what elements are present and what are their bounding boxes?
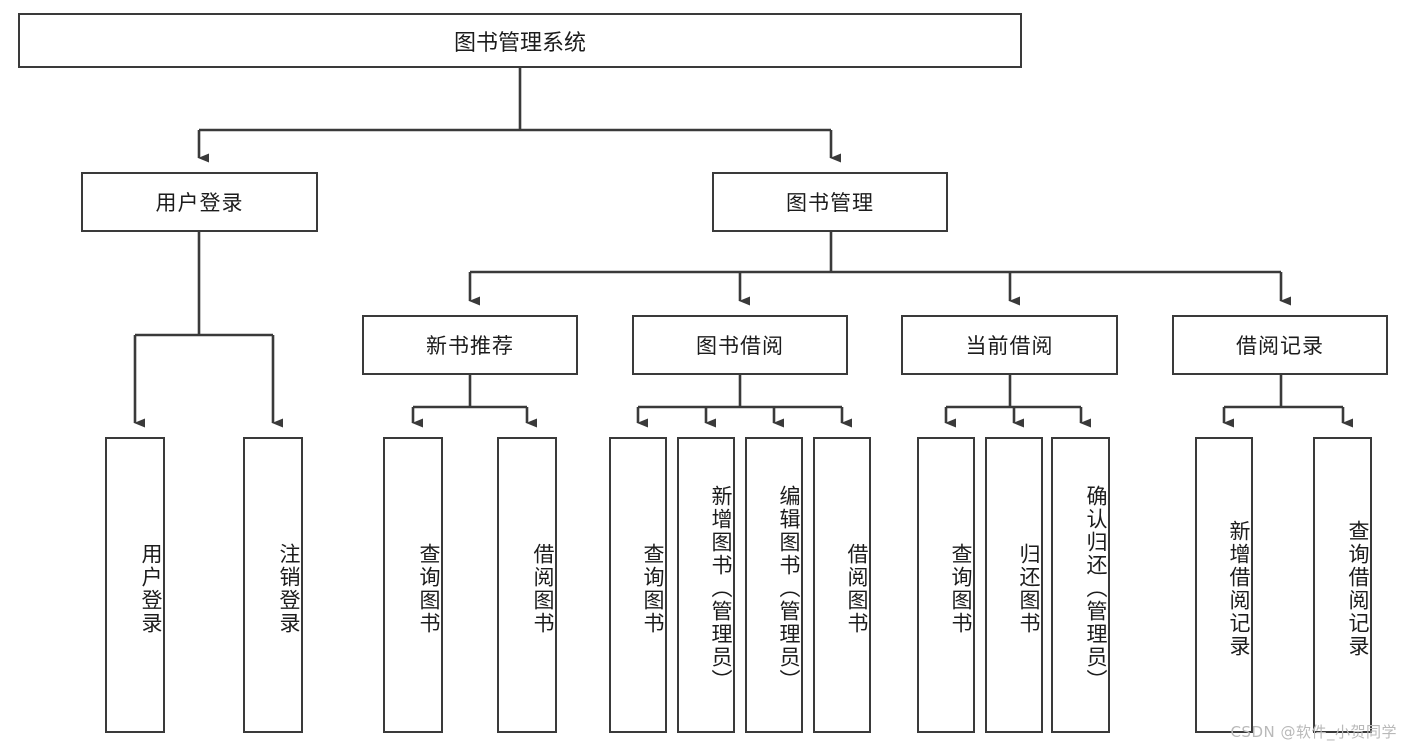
node-new-book-recommend[interactable]: 新书推荐 — [362, 315, 578, 375]
leaf-edit-book-admin[interactable]: 编辑图书（管理员） — [745, 437, 803, 733]
node-user-login[interactable]: 用户登录 — [81, 172, 318, 232]
leaf-query-book-current[interactable]: 查询图书 — [917, 437, 975, 733]
leaf-add-borrow-record[interactable]: 新增借阅记录 — [1195, 437, 1253, 733]
leaf-query-borrow-record[interactable]: 查询借阅记录 — [1313, 437, 1372, 733]
leaf-query-book-recommend[interactable]: 查询图书 — [383, 437, 443, 733]
leaf-confirm-return-admin[interactable]: 确认归还（管理员） — [1051, 437, 1110, 733]
node-borrow-record[interactable]: 借阅记录 — [1172, 315, 1388, 375]
csdn-watermark: CSDN @软件_小贺同学 — [1230, 723, 1397, 741]
node-book-borrow[interactable]: 图书借阅 — [632, 315, 848, 375]
leaf-logout[interactable]: 注销登录 — [243, 437, 303, 733]
leaf-add-book-admin[interactable]: 新增图书（管理员） — [677, 437, 735, 733]
leaf-borrow-book-recommend[interactable]: 借阅图书 — [497, 437, 557, 733]
node-root-book-management-system[interactable]: 图书管理系统 — [18, 13, 1022, 68]
node-book-management[interactable]: 图书管理 — [712, 172, 948, 232]
leaf-query-book-borrow[interactable]: 查询图书 — [609, 437, 667, 733]
node-current-borrow[interactable]: 当前借阅 — [901, 315, 1118, 375]
leaf-borrow-book-borrow[interactable]: 借阅图书 — [813, 437, 871, 733]
leaf-return-book[interactable]: 归还图书 — [985, 437, 1043, 733]
leaf-user-login[interactable]: 用户登录 — [105, 437, 165, 733]
